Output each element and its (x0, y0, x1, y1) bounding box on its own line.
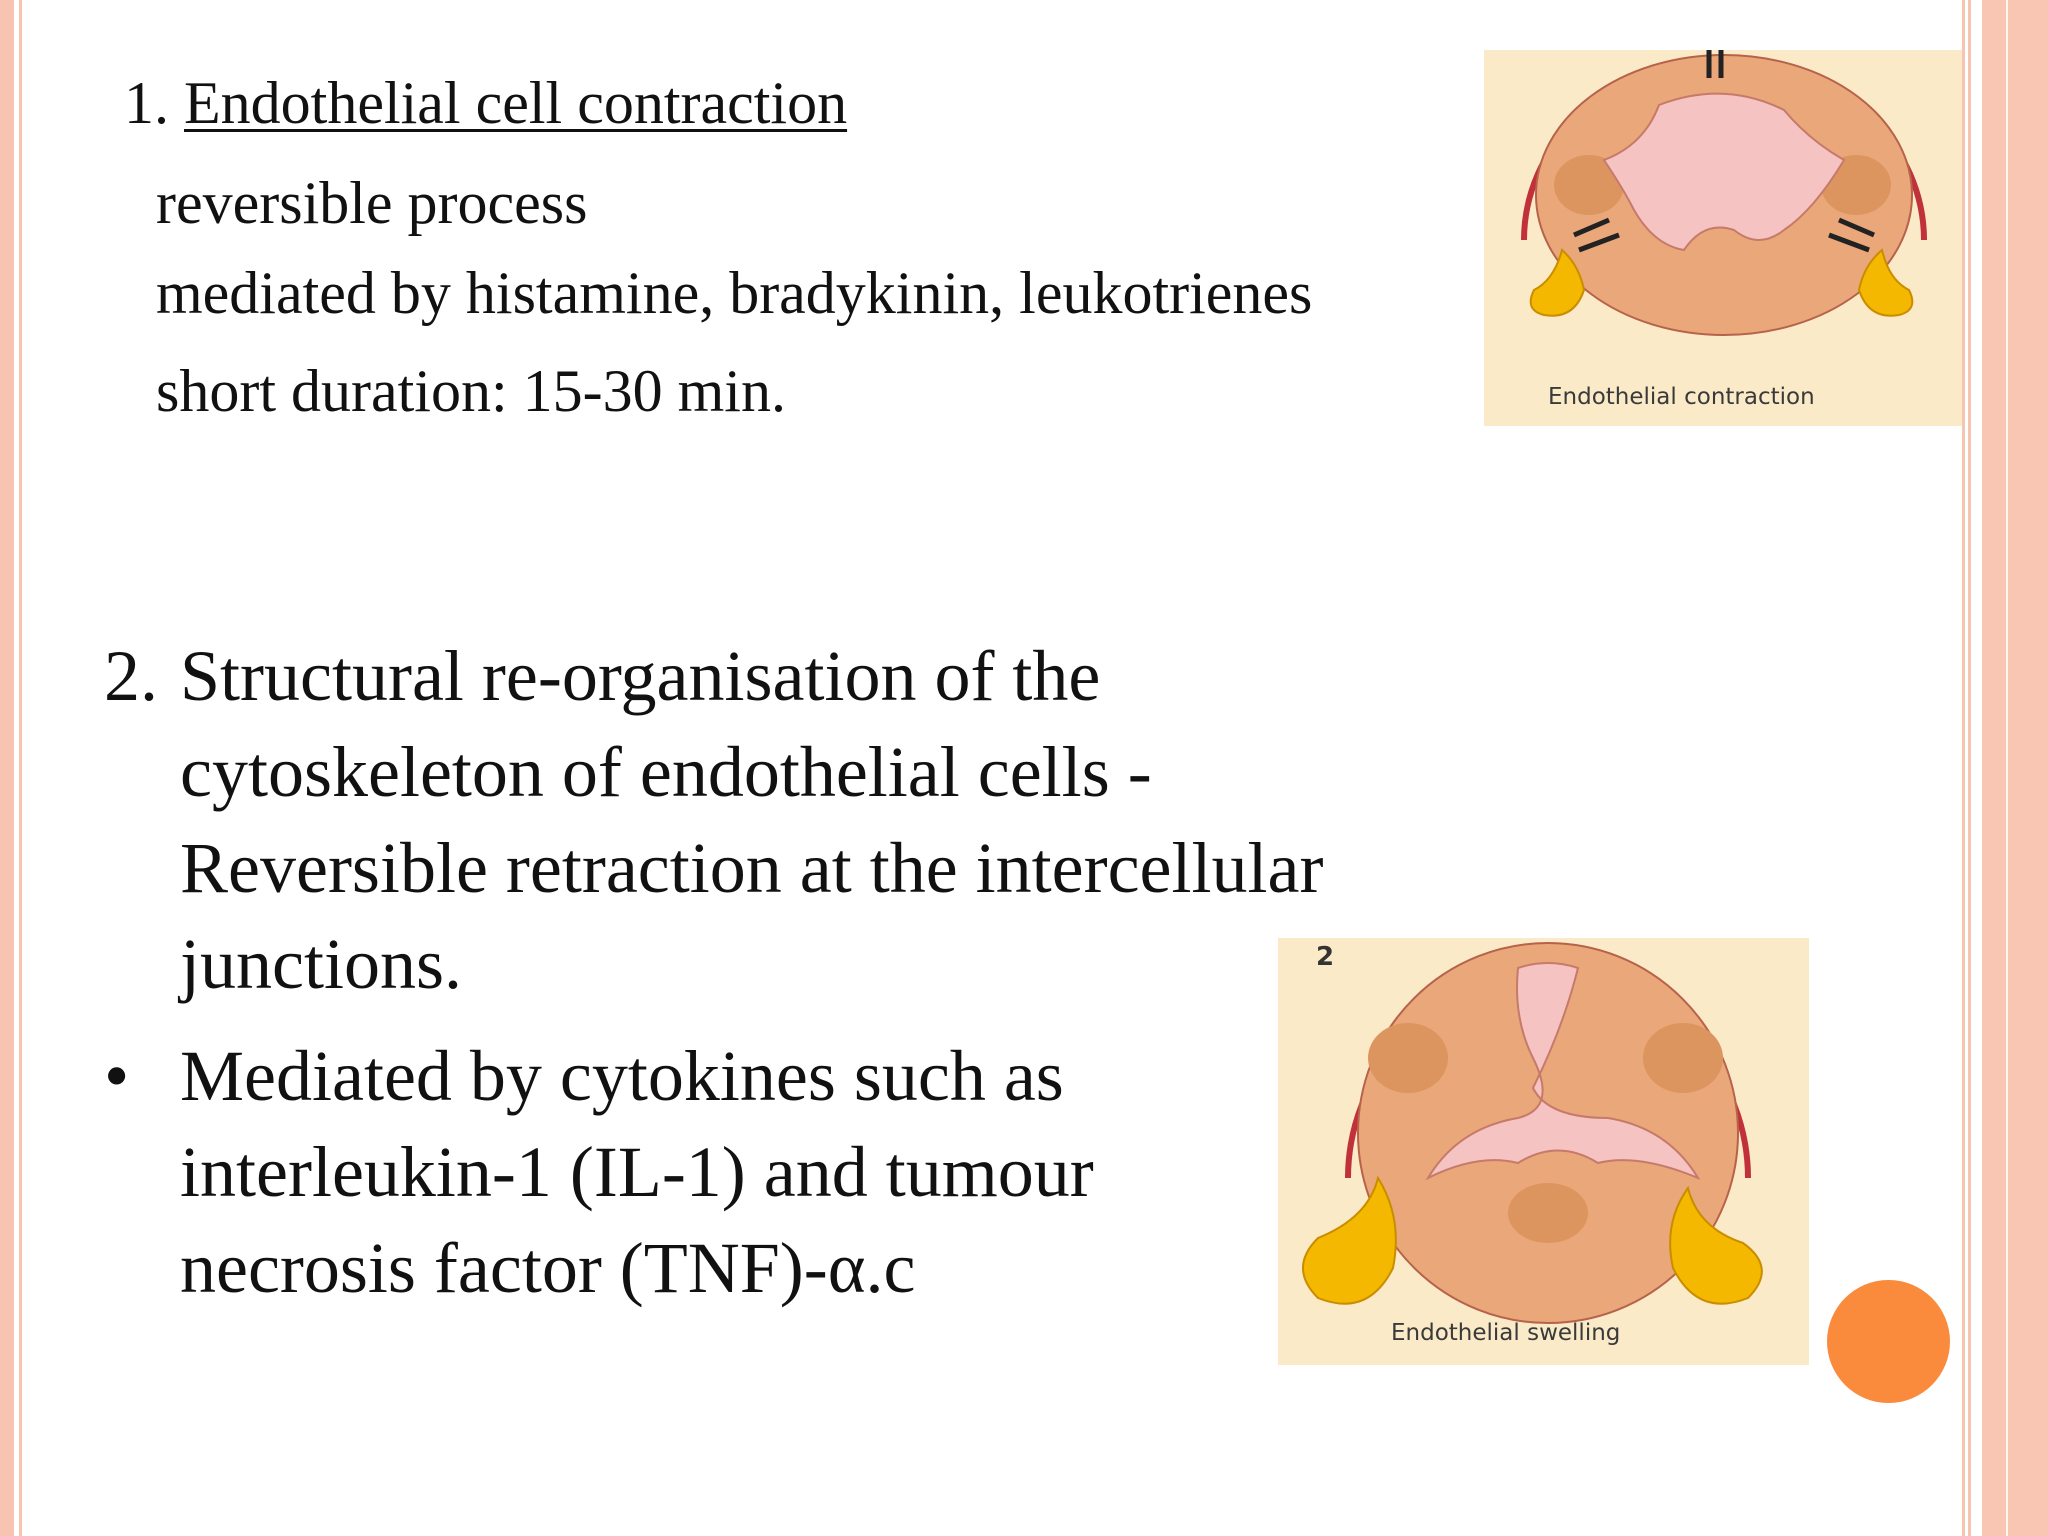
section1-line: mediated by histamine, bradykinin, leuko… (156, 260, 1313, 326)
figure-caption: Endothelial contraction (1548, 384, 1815, 410)
slide-border-right-line (1968, 0, 1971, 1536)
bullet-line: interleukin-1 (IL-1) and tumour (180, 1132, 1094, 1212)
fluid-leak (1857, 248, 1914, 317)
fluid-leak (1302, 1175, 1397, 1305)
slide-border-left-line (19, 0, 22, 1536)
section1-title: Endothelial cell contraction (184, 70, 848, 136)
nucleus (1368, 1023, 1448, 1093)
figure-number: 2 (1316, 942, 1335, 972)
figure-caption: Endothelial swelling (1391, 1320, 1621, 1346)
section2-number: 2. (104, 636, 158, 716)
section1-heading: 1. Endothelial cell contraction (124, 68, 847, 138)
lumen (1602, 92, 1846, 252)
slide-border-left (0, 0, 14, 1536)
bullet-line: necrosis factor (TNF)-α.c (180, 1228, 916, 1308)
fluid-leak (1529, 248, 1586, 317)
nucleus (1554, 155, 1624, 215)
section1-line: reversible process (156, 170, 588, 236)
section2-line: Structural re-organisation of the (180, 636, 1101, 716)
endothelial-swelling-figure: 2 Endothelial swelling (1278, 938, 1809, 1365)
bullet-line: Mediated by cytokines such as (180, 1036, 1064, 1116)
endothelial-contraction-figure: Endothelial contraction (1484, 50, 1962, 426)
fluid-leak (1669, 1185, 1763, 1305)
slide-border-right-highlight (2006, 0, 2008, 1536)
nucleus (1508, 1183, 1588, 1243)
slide-border-right-band (1982, 0, 2048, 1536)
decorative-circle (1827, 1280, 1950, 1403)
section2-line: junctions. (180, 924, 462, 1004)
lumen (1425, 962, 1701, 1181)
section1-line: short duration: 15-30 min. (156, 358, 786, 424)
slide-border-right-line (1962, 0, 1965, 1536)
bullet-symbol: • (104, 1036, 130, 1116)
endothelial-contraction-diagram (1521, 50, 1927, 336)
section1-number: 1. (124, 70, 169, 136)
section2-line: cytoskeleton of endothelial cells - (180, 732, 1152, 812)
section2-line: Reversible retraction at the intercellul… (180, 828, 1324, 908)
nucleus (1643, 1023, 1723, 1093)
endothelial-swelling-diagram (1302, 942, 1763, 1324)
